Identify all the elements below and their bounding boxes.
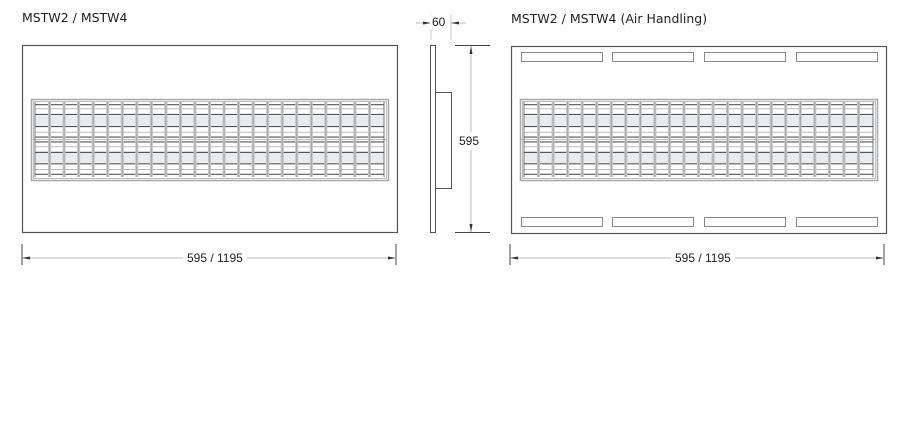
vent-slot [612, 52, 694, 62]
side-view [430, 45, 452, 233]
dimension-label-depth: 60 [430, 15, 448, 29]
arrow-up-icon [469, 46, 473, 54]
dimension-label-height: 595 [457, 132, 482, 150]
vent-slot [612, 217, 694, 227]
arrow-left-icon [510, 256, 518, 260]
vent-slot [796, 52, 878, 62]
side-body [435, 92, 452, 189]
standard-front-view [21, 44, 399, 234]
louver-grid [519, 98, 879, 182]
vent-slots [521, 52, 878, 227]
arrow-down-icon [469, 224, 473, 232]
side-panel [430, 45, 436, 233]
louver-grid [30, 98, 390, 182]
vent-slot [796, 217, 878, 227]
arrow-right-icon [388, 256, 396, 260]
arrow-left-icon [451, 21, 459, 25]
vent-slot [521, 217, 603, 227]
arrow-left-icon [22, 256, 30, 260]
arrow-right-icon [876, 256, 884, 260]
dimension-label-width-standard: 595 / 1195 [183, 251, 247, 265]
drawing-title-standard: MSTW2 / MSTW4 [22, 10, 128, 25]
air-handling-front-view [510, 45, 888, 235]
vent-slot [521, 52, 603, 62]
drawing-title-air-handling: MSTW2 / MSTW4 (Air Handling) [511, 11, 708, 26]
vent-slot [704, 52, 786, 62]
arrow-right-icon [423, 21, 431, 25]
dimension-label-width-air-handling: 595 / 1195 [671, 251, 735, 265]
vent-slot [704, 217, 786, 227]
